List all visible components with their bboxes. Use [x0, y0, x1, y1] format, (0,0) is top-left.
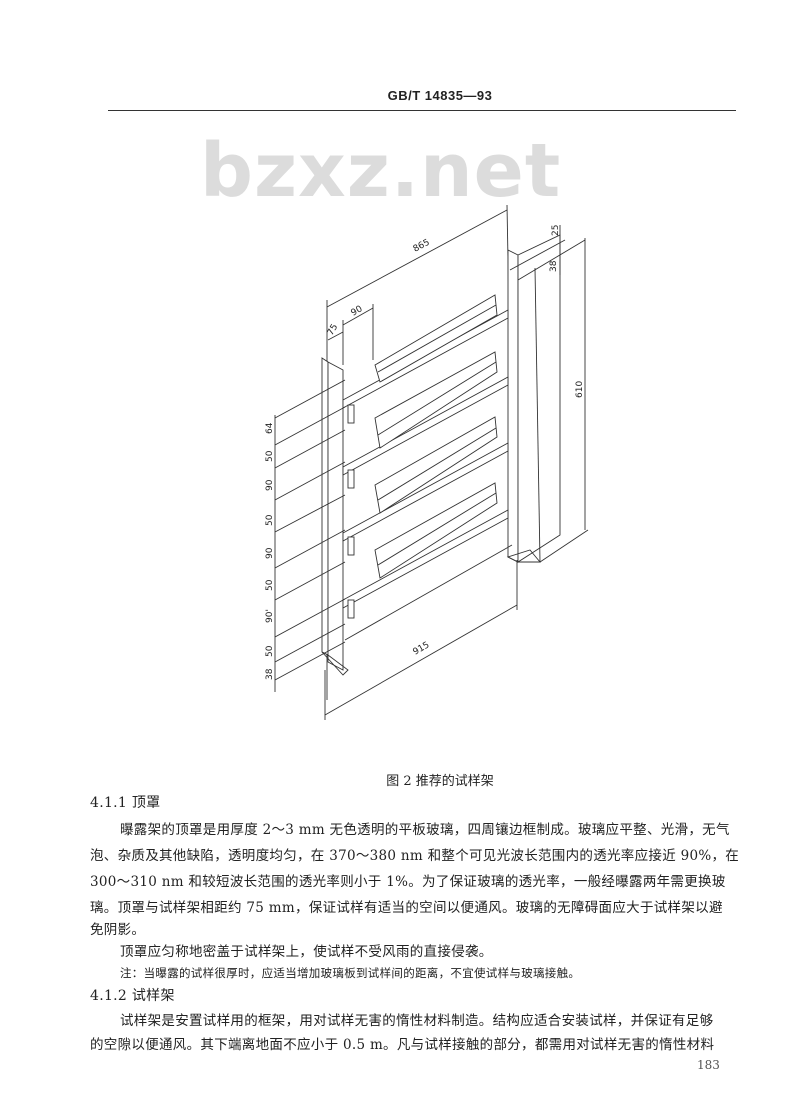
section-heading-4-1-1: 4.1.1 顶罩 — [90, 795, 161, 811]
dimension-label: 50 — [265, 450, 275, 462]
slat — [342, 482, 509, 619]
slat — [342, 294, 509, 424]
dimension-label: 90 — [265, 547, 275, 559]
dimension-label: 75 — [326, 323, 340, 338]
dimension-865: 865 — [326, 204, 511, 700]
paragraph-line: 曝露架的顶罩是用厚度 2～3 mm 无色透明的平板玻璃，四周镶边框制成。玻璃应平… — [120, 822, 730, 838]
dimension-label: 50 — [265, 514, 275, 526]
paragraph-line: 顶罩应匀称地密盖于试样架上，使试样不受风雨的直接侵袭。 — [120, 944, 493, 960]
dimension-label: 90 — [350, 304, 365, 319]
dimension-right: 25 38 610 — [509, 225, 589, 563]
paragraph-line: 的空隙以便通风。其下端离地面不应小于 0.5 m。凡与试样接触的部分，都需用对试… — [90, 1037, 715, 1053]
paragraph-line: 300～310 nm 和较短波长范围的透光率则小于 1%。为了保证玻璃的透光率，… — [90, 874, 726, 890]
dimension-label: 610 — [575, 381, 585, 398]
dimension-label: 90 — [265, 479, 275, 491]
dimension-label: 50 — [265, 645, 275, 657]
sample-rack-diagram: 865 75 90 25 38 610 — [265, 204, 589, 720]
dimension-915: 915 — [324, 560, 518, 720]
figure-caption: 图 2 推荐的试样架 — [386, 774, 494, 789]
dimension-label: 90' — [265, 609, 275, 623]
dimension-label: 25 — [551, 225, 561, 236]
standard-code-header: GB/T 14835—93 — [387, 88, 493, 103]
paragraph-line: 泡、杂质及其他缺陷，透明度均匀，在 370～380 nm 和整个可见光波长范围内… — [90, 848, 740, 864]
dimension-left-stack: 64 50 90 50 90 50 90' 50 38 — [265, 379, 346, 692]
dimension-label: 64 — [265, 422, 275, 434]
dimension-label: 38 — [265, 668, 275, 680]
dimension-label: 50 — [265, 579, 275, 591]
dimension-label: 915 — [412, 640, 432, 657]
dimension-label: 38 — [549, 260, 559, 272]
paragraph-line: 试样架是安置试样用的框架，用对试样无害的惰性材料制造。结构应适合安装试样，并保证… — [120, 1013, 714, 1029]
page-number: 183 — [697, 1058, 720, 1072]
right-post — [506, 234, 561, 563]
note-line: 注：当曝露的试样很厚时，应适当增加玻璃板到试样间的距离，不宜使试样与玻璃接触。 — [120, 966, 581, 980]
watermark: bzxz.net — [200, 128, 562, 214]
slat — [342, 351, 509, 489]
left-post — [321, 357, 349, 676]
paragraph-line: 免阴影。 — [90, 922, 146, 938]
louver-slats — [342, 294, 513, 641]
dimension-75-90: 75 90 — [326, 304, 374, 365]
header-rule — [108, 110, 736, 111]
section-heading-4-1-2: 4.1.2 试样架 — [90, 988, 175, 1004]
paragraph-line: 璃。顶罩与试样架相距约 75 mm，保证试样有适当的空间以便通风。玻璃的无障碍面… — [90, 900, 723, 916]
slat — [342, 416, 509, 556]
